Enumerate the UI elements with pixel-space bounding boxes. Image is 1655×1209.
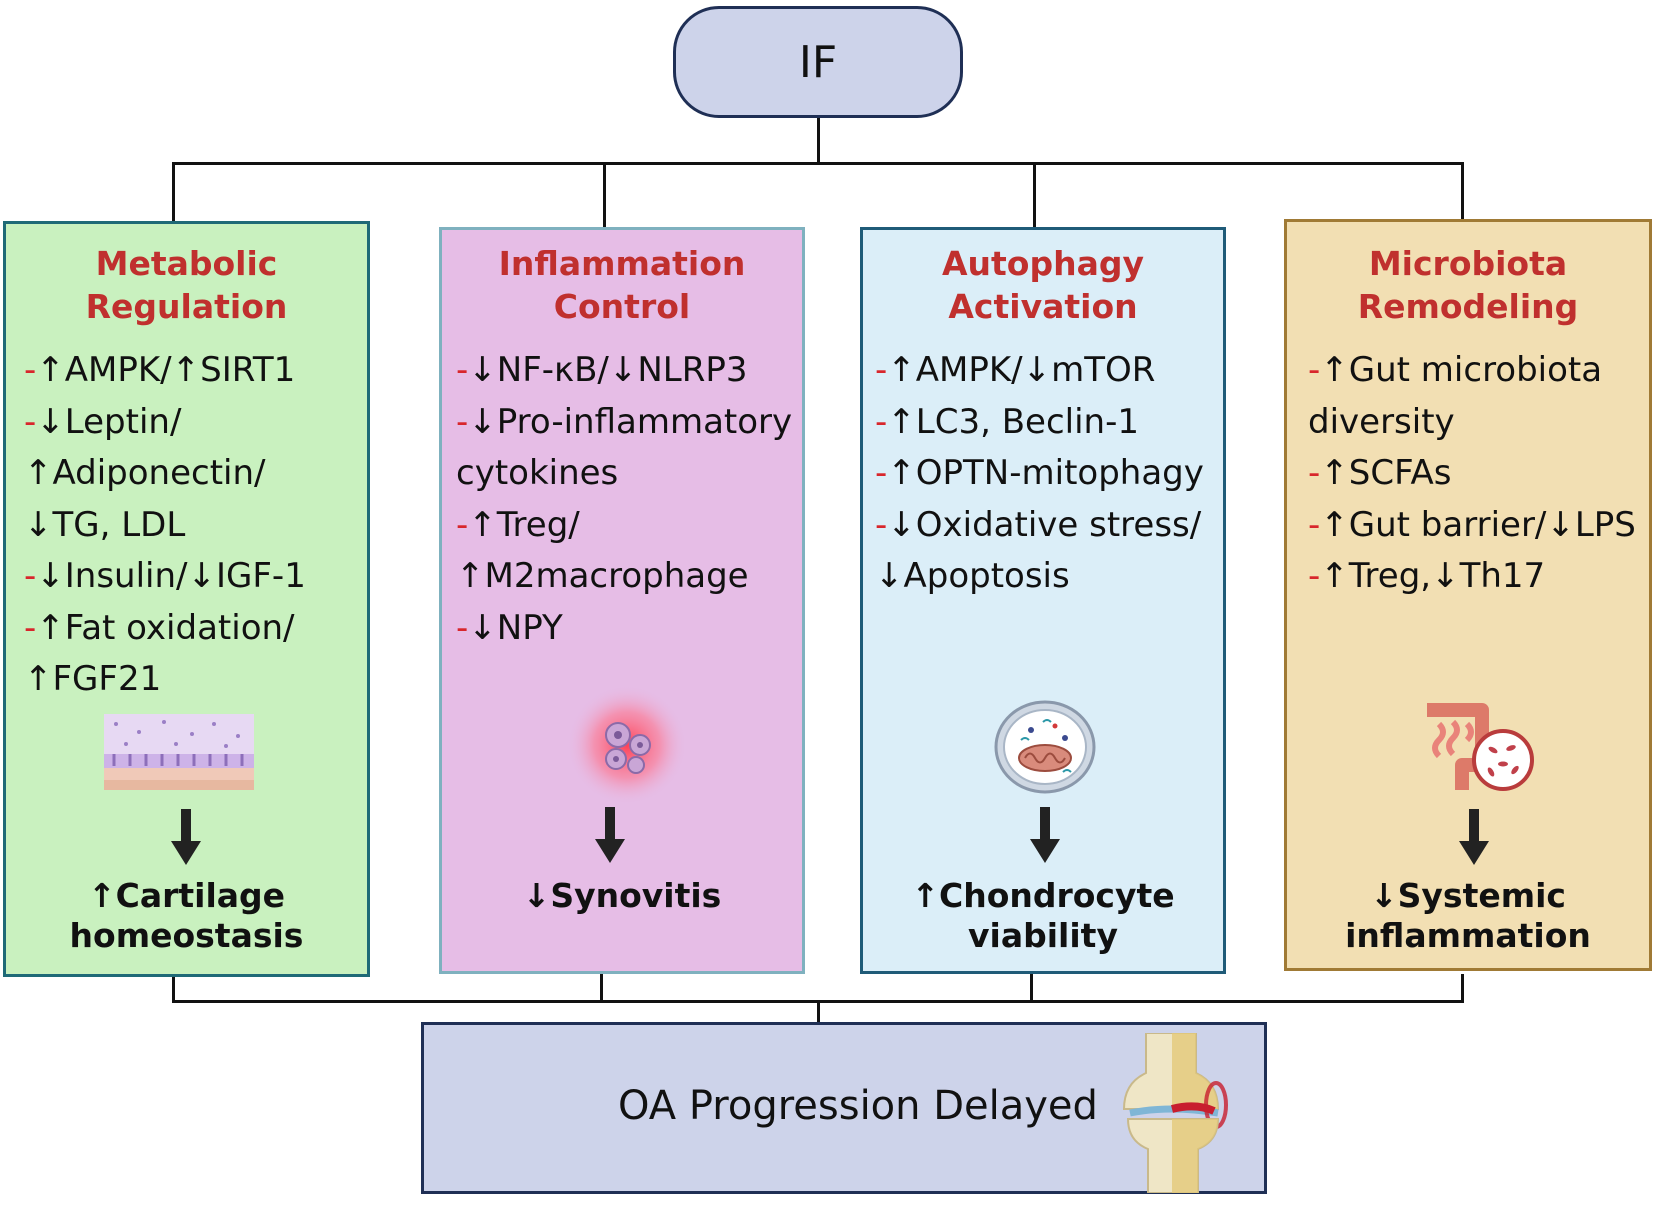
list-item: -↑SCFAs [1308, 453, 1452, 493]
list-item: -↑Gut microbiota [1308, 350, 1603, 390]
outcome-line: viability [968, 916, 1118, 955]
outcome-line: ↑Cartilage [87, 876, 286, 915]
down-arrow-icon [1030, 807, 1060, 863]
connector-bottom-3 [1030, 974, 1033, 1002]
down-arrow-icon [595, 807, 625, 863]
connector-top-3 [1033, 162, 1036, 228]
list-item: -↓Leptin/ [24, 401, 182, 442]
list-item: ↑M2macrophage [456, 556, 749, 596]
panel-title-line: Control [553, 287, 691, 326]
panel-title: Inflammation Control [442, 242, 802, 328]
connector-top-stem [817, 118, 820, 164]
list-item: -↓NPY [456, 607, 563, 648]
panel-title: Metabolic Regulation [6, 242, 367, 328]
if-node: IF [673, 6, 963, 118]
panel-title-line: Inflammation [498, 244, 746, 283]
panel-autophagy-activation: Autophagy Activation -↑AMPK/↓mTOR -↑LC3,… [860, 227, 1226, 974]
oa-progression-label: OA Progression Delayed [618, 1083, 1098, 1129]
panel-title-line: Microbiota [1368, 244, 1568, 283]
list-item: ↓TG, LDL [24, 504, 186, 545]
list-item: diversity [1308, 401, 1455, 442]
panel-title-line: Activation [948, 287, 1138, 326]
inflamed-cells-icon [567, 685, 687, 805]
list-item: -↑AMPK/↑SIRT1 [24, 350, 296, 390]
connector-bottom-1 [172, 976, 175, 1002]
down-arrow-icon [1459, 809, 1489, 865]
list-item: ↓Apoptosis [875, 556, 1070, 596]
list-item: cytokines [456, 453, 619, 493]
list-item: -↓Oxidative stress/ [875, 504, 1202, 545]
cartilage-tissue-icon [104, 714, 254, 790]
connector-top-1 [172, 162, 175, 222]
list-item: -↑Gut barrier/↓LPS [1308, 504, 1636, 545]
panel-title-line: Remodeling [1357, 287, 1579, 326]
panel-items: -↓NF-κB/↓NLRP3 -↓Pro-inflammatory cytoki… [456, 345, 798, 654]
panel-title-line: Metabolic [95, 244, 278, 283]
outcome-line: ↓Synovitis [522, 876, 722, 915]
autophagosome-mitochondria-icon [994, 700, 1096, 794]
list-item: -↑Treg,↓Th17 [1308, 556, 1546, 596]
connector-top-bus [172, 162, 1464, 165]
list-item: -↓Insulin/↓IGF-1 [24, 556, 306, 596]
panel-title-line: Autophagy [942, 244, 1144, 283]
panel-microbiota-remodeling: Microbiota Remodeling -↑Gut microbiota d… [1284, 219, 1652, 971]
panel-title: Microbiota Remodeling [1287, 242, 1649, 328]
list-item: -↑Treg/ [456, 504, 580, 545]
list-item: ↑Adiponectin/ [24, 453, 266, 493]
panel-outcome: ↓Synovitis [442, 876, 802, 916]
panel-title: Autophagy Activation [863, 242, 1223, 328]
list-item: -↑AMPK/↓mTOR [875, 350, 1156, 390]
list-item: -↑Fat oxidation/ [24, 607, 295, 648]
list-item: -↓NF-κB/↓NLRP3 [456, 350, 748, 390]
down-arrow-icon [171, 809, 201, 865]
connector-bottom-2 [600, 974, 603, 1002]
panel-inflammation-control: Inflammation Control -↓NF-κB/↓NLRP3 -↓Pr… [439, 227, 805, 974]
connector-bottom-4 [1461, 974, 1464, 1002]
list-item: -↑LC3, Beclin-1 [875, 401, 1139, 442]
panel-items: -↑AMPK/↑SIRT1 -↓Leptin/ ↑Adiponectin/ ↓T… [24, 345, 363, 706]
list-item: ↑FGF21 [24, 659, 162, 699]
outcome-line: homeostasis [69, 916, 304, 955]
panel-outcome: ↑Chondrocyte viability [863, 876, 1223, 956]
panel-items: -↑Gut microbiota diversity -↑SCFAs -↑Gut… [1308, 345, 1645, 603]
panel-title-line: Regulation [85, 287, 288, 326]
panel-metabolic-regulation: Metabolic Regulation -↑AMPK/↑SIRT1 -↓Lep… [3, 221, 370, 977]
connector-bottom-stem [817, 1000, 820, 1024]
list-item: -↓Pro-inflammatory [456, 401, 793, 442]
outcome-line: ↓Systemic [1370, 876, 1566, 915]
if-node-label: IF [798, 36, 838, 88]
list-item: -↑OPTN-mitophagy [875, 453, 1204, 493]
panel-outcome: ↑Cartilage homeostasis [6, 876, 367, 956]
connector-top-2 [603, 162, 606, 228]
outcome-line: ↑Chondrocyte [911, 876, 1175, 915]
oa-progression-node: OA Progression Delayed [421, 1022, 1267, 1194]
panel-outcome: ↓Systemic inflammation [1287, 876, 1649, 956]
outcome-line: inflammation [1345, 916, 1591, 955]
intestine-bacteria-icon [1427, 703, 1534, 791]
connector-top-4 [1461, 162, 1464, 228]
panel-items: -↑AMPK/↓mTOR -↑LC3, Beclin-1 -↑OPTN-mito… [875, 345, 1219, 603]
knee-joint-icon [1122, 1033, 1228, 1193]
